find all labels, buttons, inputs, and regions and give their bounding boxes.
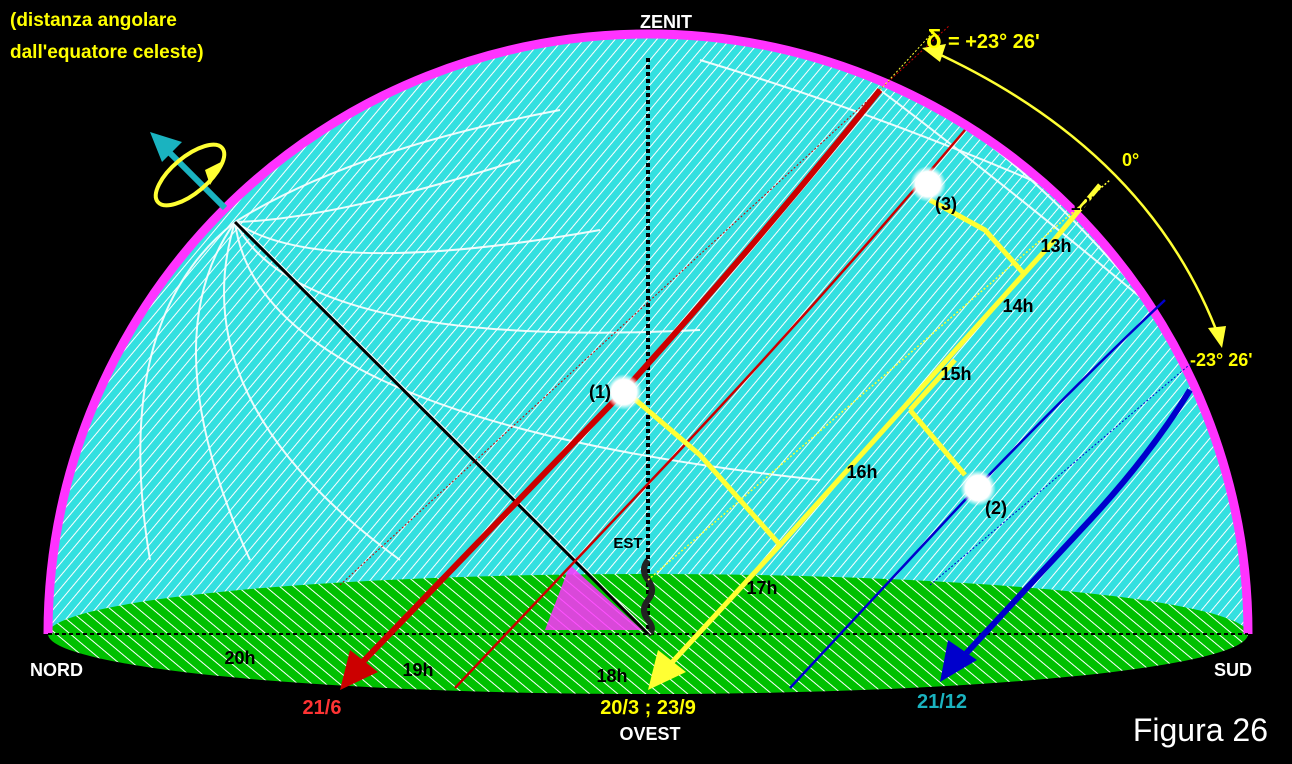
sun-1 [606, 374, 642, 410]
label-east: EST [613, 535, 642, 552]
polar-axis [233, 220, 650, 636]
date-winter: 21/12 [917, 691, 967, 713]
hour-label-15h: 15h [940, 364, 971, 384]
label-west: OVEST [619, 724, 680, 744]
note-line-1: (distanza angolare [10, 10, 177, 31]
sun-2 [960, 470, 996, 506]
hour-label-13h: 13h [1040, 236, 1071, 256]
hour-label-20h: 20h [224, 648, 255, 668]
latitude-angle [545, 565, 642, 630]
sun-label-3: (3) [935, 194, 957, 214]
rotation-loop [153, 142, 227, 208]
hour-label-12h: 12h [1070, 194, 1101, 214]
declination-plus: = +23° 26' [948, 31, 1040, 53]
axis-arrow-shaft [162, 145, 228, 211]
declination-arc [929, 48, 1222, 341]
sun-label-1: (1) [589, 382, 611, 402]
label-zenith: ZENIT [640, 12, 692, 32]
declination-arrow-top [922, 44, 946, 62]
equinox-arrowhead [648, 650, 686, 690]
summer-arrowhead [340, 650, 378, 690]
rotation-arrow-icon [205, 160, 225, 185]
winter-guide-line [929, 359, 1196, 586]
hour-label-17h: 17h [746, 578, 777, 598]
sun-3 [910, 166, 946, 202]
polar-axis-highlight [237, 221, 652, 635]
declination-minus: -23° 26' [1190, 350, 1253, 370]
note-line-2: dall'equatore celeste) [10, 42, 204, 63]
hour-connectors [628, 197, 1027, 547]
date-equinox: 20/3 ; 23/9 [600, 697, 696, 719]
figure-caption: Figura 26 [1132, 712, 1268, 748]
dome-outline [43, 29, 1253, 635]
declination-arrow-bottom [1208, 326, 1226, 348]
declination-zero: 0° [1122, 150, 1139, 170]
hour-label-19h: 19h [402, 660, 433, 680]
hour-label-14h: 14h [1002, 296, 1033, 316]
summer-path [352, 88, 883, 673]
equinox-path [663, 183, 1102, 672]
winter-path [957, 388, 1193, 663]
sun-label-2: (2) [985, 498, 1007, 518]
hour-label-16h: 16h [846, 462, 877, 482]
equator-line [647, 179, 1111, 581]
declination-guide-line [879, 29, 936, 91]
hour-label-18h: 18h [596, 666, 627, 686]
date-summer: 21/6 [303, 697, 342, 719]
declination-symbol: δ [926, 24, 942, 54]
label-north: NORD [30, 660, 83, 680]
east-rope [641, 558, 655, 637]
label-south: SUD [1214, 660, 1252, 680]
axis-arrow-head [150, 132, 182, 162]
winter-arrowhead [940, 640, 977, 682]
